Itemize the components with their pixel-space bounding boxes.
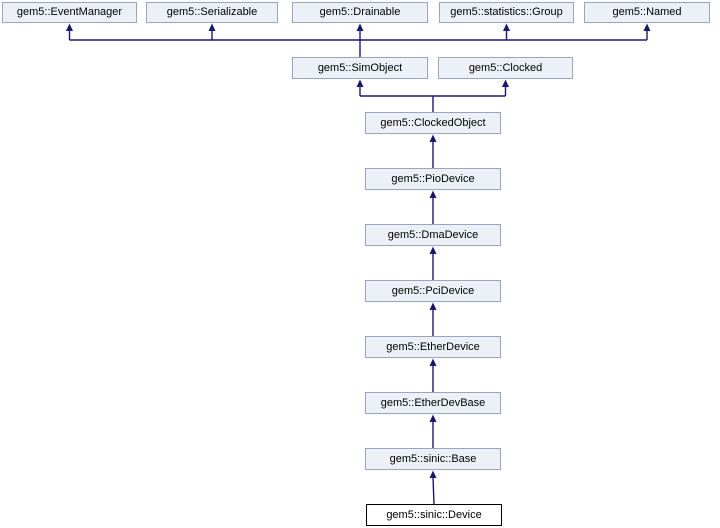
class-node-label: gem5::sinic::Base [389, 453, 477, 466]
class-node-serializable[interactable]: gem5::Serializable [146, 2, 278, 23]
class-node-clockedobject[interactable]: gem5::ClockedObject [365, 112, 501, 134]
class-node-label: gem5::EtherDevice [386, 341, 480, 354]
class-node-sinicdevice: gem5::sinic::Device [366, 504, 502, 526]
class-node-label: gem5::PciDevice [391, 285, 475, 298]
class-node-etherdevice[interactable]: gem5::EtherDevice [365, 336, 501, 358]
class-node-label: gem5::Drainable [319, 6, 401, 18]
class-node-drainable[interactable]: gem5::Drainable [292, 2, 428, 23]
class-node-piodevice[interactable]: gem5::PioDevice [365, 168, 501, 190]
class-node-label: gem5::EventManager [16, 6, 123, 18]
class-node-label: gem5::sinic::Device [386, 509, 482, 522]
class-node-label: gem5::statistics::Group [450, 6, 563, 18]
class-node-label: gem5::Serializable [166, 6, 258, 18]
class-node-label: gem5::Named [612, 6, 682, 18]
class-node-statisticsgroup[interactable]: gem5::statistics::Group [439, 2, 574, 23]
class-node-etherdevbase[interactable]: gem5::EtherDevBase [365, 392, 501, 414]
class-node-label: gem5::PioDevice [391, 173, 475, 186]
class-node-pcidevice[interactable]: gem5::PciDevice [365, 280, 501, 302]
class-node-sinicbase[interactable]: gem5::sinic::Base [365, 448, 501, 470]
class-node-label: gem5::SimObject [317, 62, 403, 75]
class-node-label: gem5::EtherDevBase [380, 397, 486, 410]
class-node-named[interactable]: gem5::Named [584, 2, 710, 23]
class-node-label: gem5::DmaDevice [387, 229, 479, 242]
class-node-eventmanager[interactable]: gem5::EventManager [2, 2, 137, 23]
class-node-dmadevice[interactable]: gem5::DmaDevice [365, 224, 501, 246]
class-node-label: gem5::ClockedObject [380, 117, 486, 130]
class-node-clocked[interactable]: gem5::Clocked [438, 57, 573, 79]
class-node-simobject[interactable]: gem5::SimObject [292, 57, 428, 79]
class-node-label: gem5::Clocked [468, 62, 543, 75]
